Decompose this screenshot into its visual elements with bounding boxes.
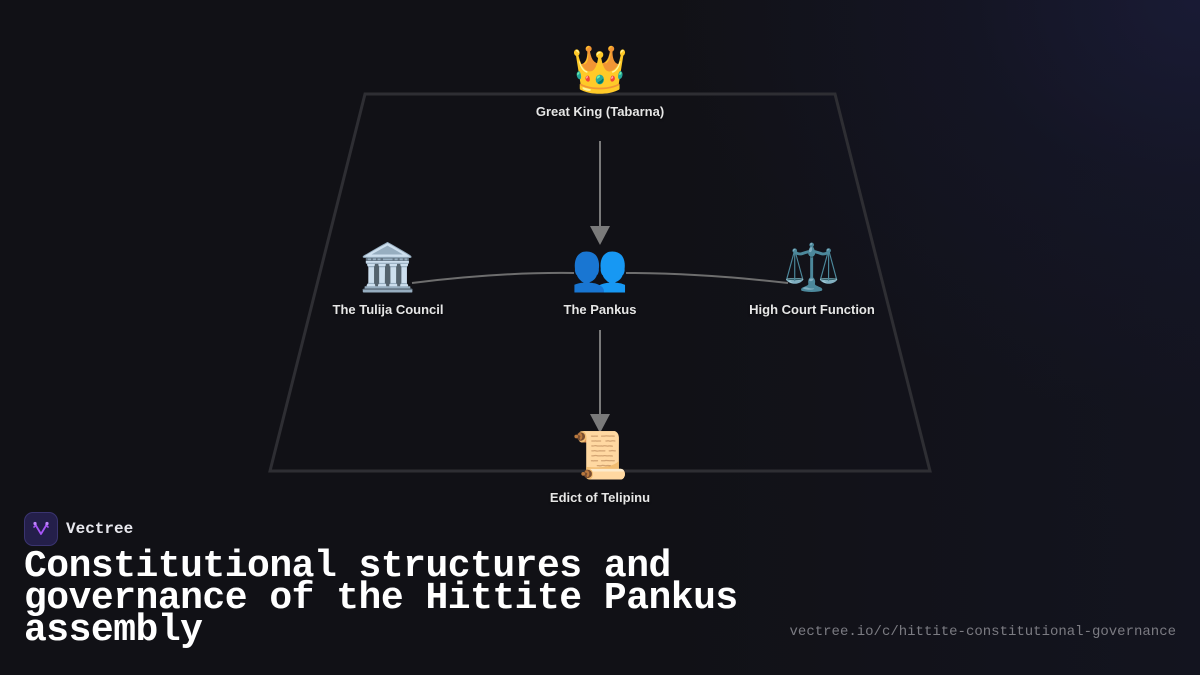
source-url[interactable]: vectree.io/c/hittite-constitutional-gove… bbox=[789, 624, 1176, 640]
page-title: Constitutional structures and governance… bbox=[24, 545, 738, 652]
node-label: High Court Function bbox=[749, 302, 875, 317]
edge-pankus-court bbox=[625, 272, 789, 284]
brand: Vectree bbox=[24, 512, 133, 546]
node-label: The Pankus bbox=[563, 302, 637, 317]
crown-icon: 👑 bbox=[571, 43, 629, 95]
node-edict-telipinu[interactable]: 📜 Edict of Telipinu bbox=[490, 428, 710, 505]
node-high-court[interactable]: ⚖️ High Court Function bbox=[702, 240, 922, 317]
node-pankus[interactable]: 👥 The Pankus bbox=[490, 240, 710, 317]
scroll-icon: 📜 bbox=[571, 429, 629, 481]
node-great-king[interactable]: 👑 Great King (Tabarna) bbox=[490, 42, 710, 119]
vectree-logo-icon bbox=[24, 512, 58, 546]
node-tulija-council[interactable]: 🏛️ The Tulija Council bbox=[278, 240, 498, 317]
node-label: Great King (Tabarna) bbox=[535, 104, 665, 119]
arrowhead-down-icon bbox=[590, 226, 610, 245]
trapezoid-frame bbox=[268, 92, 932, 473]
people-icon: 👥 bbox=[571, 241, 629, 293]
scales-icon: ⚖️ bbox=[783, 241, 841, 293]
node-label: The Tulija Council bbox=[332, 302, 444, 317]
classical-building-icon: 🏛️ bbox=[359, 241, 417, 293]
node-label: Edict of Telipinu bbox=[549, 490, 651, 505]
brand-name: Vectree bbox=[66, 520, 134, 538]
arrowhead-down-icon bbox=[590, 414, 610, 433]
edge-tulija-pankus bbox=[411, 271, 575, 284]
